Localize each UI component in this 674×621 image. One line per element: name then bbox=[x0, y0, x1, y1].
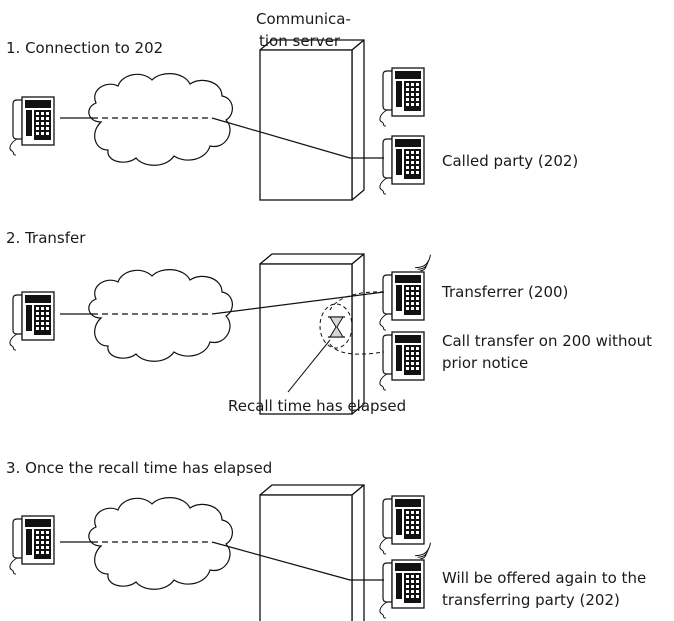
transferring-party-phone-icon bbox=[379, 559, 425, 619]
extension-phone-icon bbox=[379, 495, 425, 555]
reoffer-label-line2: transferring party (202) bbox=[442, 591, 620, 609]
extension-phone-icon bbox=[379, 67, 425, 127]
recall-dashed-arc bbox=[329, 291, 385, 311]
scenario-2 bbox=[9, 253, 434, 415]
route-line bbox=[211, 291, 385, 315]
scenario-1-heading: 1. Connection to 202 bbox=[6, 39, 164, 57]
called-party-label: Called party (202) bbox=[442, 152, 579, 170]
server-label-line2: tion server bbox=[259, 32, 340, 50]
communication-server-icon bbox=[259, 484, 365, 621]
network-cloud-icon bbox=[88, 268, 234, 362]
caller-phone-icon bbox=[9, 96, 55, 156]
recall-time-label: Recall time has elapsed bbox=[228, 397, 407, 415]
called-party-phone-icon bbox=[379, 135, 425, 195]
route-line bbox=[211, 117, 351, 159]
network-cloud-icon bbox=[88, 496, 234, 590]
network-cloud-icon bbox=[88, 72, 234, 166]
recall-dashed-arc bbox=[329, 343, 385, 355]
hourglass-icon bbox=[328, 316, 345, 338]
communication-server-icon bbox=[259, 253, 365, 415]
scenario-3-heading: 3. Once the recall time has elapsed bbox=[6, 459, 273, 477]
transfer-note-line1: Call transfer on 200 without bbox=[442, 332, 653, 350]
transferrer-phone-icon bbox=[379, 271, 425, 331]
caller-phone-icon bbox=[9, 291, 55, 351]
communication-server-icon bbox=[259, 39, 365, 201]
transfer-target-phone-icon bbox=[379, 331, 425, 391]
scenario-1 bbox=[9, 39, 425, 201]
reoffer-label-line1: Will be offered again to the bbox=[442, 569, 647, 587]
caller-phone-icon bbox=[9, 515, 55, 575]
recall-label-pointer bbox=[287, 339, 331, 393]
recall-timer-ellipse bbox=[319, 303, 353, 349]
scenario-2-heading: 2. Transfer bbox=[6, 229, 86, 247]
server-label-line1: Communica- bbox=[256, 10, 351, 28]
ringing-icon bbox=[414, 254, 434, 273]
route-line bbox=[211, 541, 351, 581]
ringing-icon bbox=[414, 542, 434, 561]
transfer-note-line2: prior notice bbox=[442, 354, 529, 372]
transferrer-label: Transferrer (200) bbox=[442, 283, 569, 301]
scenario-3 bbox=[9, 484, 434, 621]
